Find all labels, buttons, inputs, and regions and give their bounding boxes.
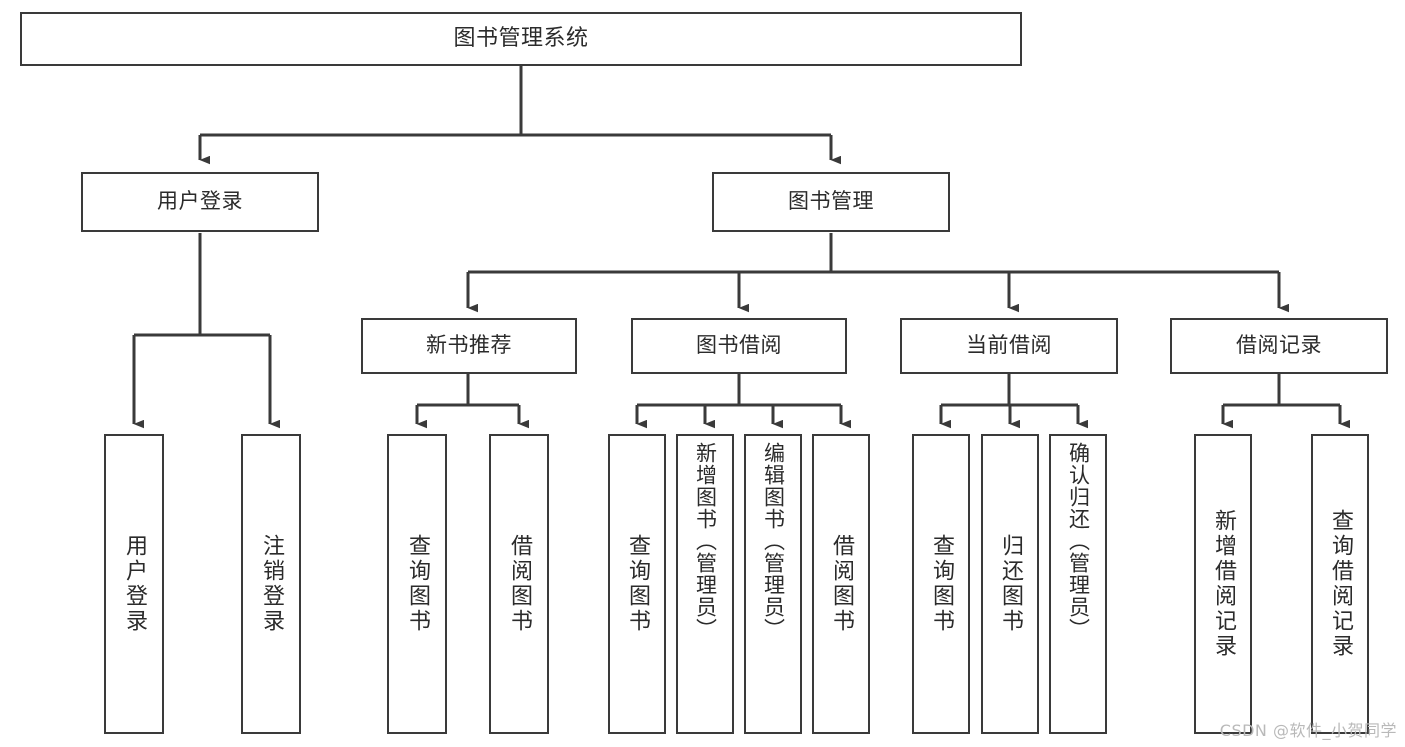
leaf-bb-query-books[interactable]: 查询图书 bbox=[608, 434, 666, 734]
node-user-login[interactable]: 用户登录 bbox=[81, 172, 319, 232]
leaf-cb-return-books[interactable]: 归还图书 bbox=[981, 434, 1039, 734]
node-label: 图书管理 bbox=[788, 189, 874, 214]
node-label: 用户登录 bbox=[122, 534, 147, 634]
node-label: 编辑图书（管理员） bbox=[761, 442, 786, 640]
leaf-nb-borrow-books[interactable]: 借阅图书 bbox=[489, 434, 549, 734]
node-label: 借阅记录 bbox=[1236, 333, 1322, 358]
node-label: 新书推荐 bbox=[426, 333, 512, 358]
node-label: 借阅图书 bbox=[507, 534, 532, 634]
leaf-cb-query-books[interactable]: 查询图书 bbox=[912, 434, 970, 734]
node-label: 注销登录 bbox=[259, 534, 284, 634]
node-label: 用户登录 bbox=[157, 189, 243, 214]
node-label: 新增图书（管理员） bbox=[693, 442, 718, 640]
leaf-user-login[interactable]: 用户登录 bbox=[104, 434, 164, 734]
node-label: 查询借阅记录 bbox=[1328, 509, 1353, 659]
node-label: 新增借阅记录 bbox=[1211, 509, 1236, 659]
node-label: 图书借阅 bbox=[696, 333, 782, 358]
node-current-borrow[interactable]: 当前借阅 bbox=[900, 318, 1118, 374]
node-book-management[interactable]: 图书管理 bbox=[712, 172, 950, 232]
node-label: 查询图书 bbox=[405, 534, 430, 634]
node-new-book-recommend[interactable]: 新书推荐 bbox=[361, 318, 577, 374]
leaf-bb-add-book-admin[interactable]: 新增图书（管理员） bbox=[676, 434, 734, 734]
node-label: 当前借阅 bbox=[966, 333, 1052, 358]
node-borrow-records[interactable]: 借阅记录 bbox=[1170, 318, 1388, 374]
csdn-watermark: CSDN @软件_小贺同学 bbox=[1219, 721, 1397, 740]
leaf-br-add-record[interactable]: 新增借阅记录 bbox=[1194, 434, 1252, 734]
node-label: 归还图书 bbox=[998, 534, 1023, 634]
node-label: 借阅图书 bbox=[829, 534, 854, 634]
leaf-br-query-record[interactable]: 查询借阅记录 bbox=[1311, 434, 1369, 734]
node-label: 查询图书 bbox=[929, 534, 954, 634]
leaf-bb-edit-book-admin[interactable]: 编辑图书（管理员） bbox=[744, 434, 802, 734]
node-label: 确认归还（管理员） bbox=[1066, 442, 1091, 640]
leaf-cb-confirm-return-admin[interactable]: 确认归还（管理员） bbox=[1049, 434, 1107, 734]
leaf-logout[interactable]: 注销登录 bbox=[241, 434, 301, 734]
node-book-borrow[interactable]: 图书借阅 bbox=[631, 318, 847, 374]
node-label: 图书管理系统 bbox=[453, 25, 589, 51]
leaf-nb-query-books[interactable]: 查询图书 bbox=[387, 434, 447, 734]
node-label: 查询图书 bbox=[625, 534, 650, 634]
node-root-system[interactable]: 图书管理系统 bbox=[20, 12, 1022, 66]
leaf-bb-borrow-books[interactable]: 借阅图书 bbox=[812, 434, 870, 734]
